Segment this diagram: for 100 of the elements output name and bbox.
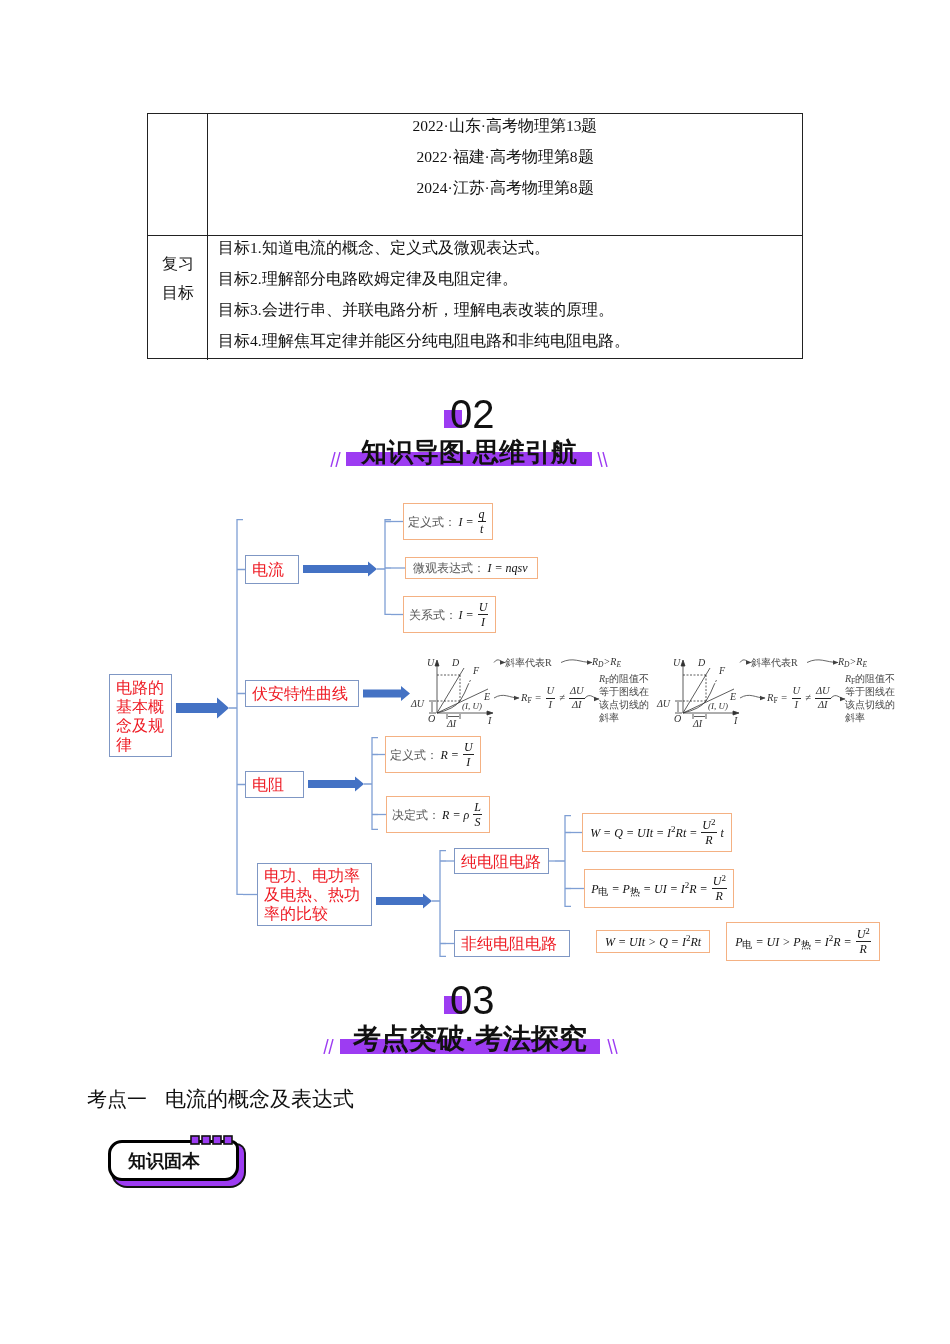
topic-box — [257, 863, 372, 926]
graph-label: (I, U) — [708, 702, 728, 711]
brace-bracket — [432, 850, 446, 957]
graph-label: D — [698, 658, 706, 668]
formula-box — [386, 796, 490, 833]
formula-box — [596, 930, 710, 953]
topic-box — [454, 930, 570, 957]
formula-box — [403, 596, 496, 633]
block-arrow — [308, 776, 364, 792]
formula-expression: ≠ — [559, 691, 565, 706]
formula-box — [405, 557, 538, 579]
topic-label: 电阻 — [252, 775, 284, 794]
formula-expression: I = nqsv — [487, 560, 528, 577]
topic-box — [245, 680, 359, 707]
fraction-denominator: R — [859, 942, 867, 955]
exam-source: 2024·江苏·高考物理第8题 — [416, 178, 594, 198]
graph-label: D — [452, 658, 460, 668]
graph-label: U — [427, 658, 435, 668]
fraction-denominator: ΔI — [571, 698, 582, 710]
fraction-denominator: R — [705, 833, 713, 846]
fraction-denominator: I — [548, 698, 553, 710]
connector-line — [548, 860, 556, 862]
graph-label: I — [488, 716, 492, 726]
fraction-numerator: U — [462, 741, 474, 755]
fraction-denominator: I — [481, 615, 486, 628]
block-arrow — [176, 697, 229, 719]
formula-expression: ≠ — [805, 691, 811, 706]
formula-label: 定义式： — [408, 513, 457, 531]
fraction-numerator: q — [477, 508, 486, 522]
topic-box — [245, 555, 299, 584]
graph-label: O — [428, 714, 436, 724]
goal-text: 目标4.理解焦耳定律并能区分纯电阻电路和非纯电阻电路。 — [218, 331, 631, 351]
formula-box — [584, 869, 734, 908]
fraction-denominator: S — [474, 815, 481, 828]
annotation-text: 斜率代表R — [505, 656, 561, 669]
formula-box — [403, 503, 493, 540]
graph-label: ΔU — [411, 699, 425, 709]
connector-line — [242, 692, 246, 695]
topic-label: 伏安特性曲线 — [252, 684, 348, 703]
exam-source: 2022·山东·高考物理第13题 — [412, 116, 598, 136]
graph-label: ΔI — [447, 719, 457, 729]
fraction-numerator: L — [473, 801, 482, 815]
brace-bracket — [229, 519, 243, 895]
fraction-numerator: U$^{2}$ — [855, 928, 871, 942]
formula-expression: W = Q = UIt = I$^{2}$Rt = — [590, 823, 698, 842]
goal-text: 目标2.理解部分电路欧姆定律及电阻定律。 — [218, 269, 519, 289]
formula-box — [582, 813, 732, 852]
graph-label: F — [473, 666, 480, 676]
topic-label: 电流 — [252, 560, 284, 579]
row-heading: 复习目标 — [160, 254, 195, 303]
main-topic-box — [109, 674, 172, 757]
exam-source: 2022·福建·高考物理第8题 — [416, 147, 594, 167]
graph-label: ΔI — [693, 719, 703, 729]
graph-label: F — [719, 666, 726, 676]
fraction-denominator: ΔI — [817, 698, 828, 710]
block-arrow — [376, 893, 432, 909]
graph-label: ΔU — [657, 699, 671, 709]
fraction-numerator: U$^{2}$ — [711, 875, 727, 889]
annotation-text: R$_{F}$的阻值不等于图线在该点切线的斜率 — [599, 672, 656, 726]
connector-line — [445, 860, 455, 862]
formula-label: 定义式： — [390, 746, 439, 764]
topic-heading: 电流的概念及表达式 — [165, 1086, 354, 1112]
block-arrow — [303, 561, 377, 577]
fraction-denominator: t — [479, 522, 484, 535]
main-topic-label: 电路的基本概念及规律 — [116, 677, 165, 754]
formula-expression: R = — [440, 746, 459, 764]
formula-expression: P$_{电}$ = UI > P$_{热}$ = I$^{2}$R = — [735, 932, 852, 951]
brace-bracket — [364, 737, 378, 830]
formula-box — [726, 922, 880, 961]
formula-expression: R$_{F}$ = — [521, 691, 542, 706]
formula-expression: W = UIt > Q = I$^{2}$Rt — [604, 932, 702, 951]
annotation-text: R$_{D}$>R$_{E}$ — [838, 655, 880, 670]
connector-line — [390, 567, 406, 569]
block-arrow — [363, 686, 410, 701]
formula-expression: R$_{F}$ = — [767, 691, 788, 706]
fraction-numerator: U — [477, 601, 489, 615]
formula-label: 决定式： — [392, 806, 441, 824]
goal-text: 目标3.会进行串、并联电路分析，理解电表改装的原理。 — [218, 300, 615, 320]
graph-label: I — [734, 716, 738, 726]
fraction-numerator: U$^{2}$ — [701, 819, 717, 833]
formula-label: 关系式： — [408, 606, 457, 624]
topic-label: 纯电阻电路 — [461, 851, 541, 871]
formula-expression: P$_{电}$ = P$_{热}$ = UI = I$^{2}$R = — [591, 879, 708, 898]
brace-bracket — [555, 815, 571, 907]
graph-label: U — [673, 658, 681, 668]
graph-label: E — [730, 692, 737, 702]
graph-label: (I, U) — [462, 702, 482, 711]
connector-line — [242, 568, 246, 571]
formula-box — [385, 736, 481, 773]
formula-expression: t — [720, 824, 724, 842]
formula-label: 微观表达式： — [413, 560, 486, 577]
fraction-denominator: I — [466, 755, 471, 768]
topic-label: 电功、电功率及电热、热功率的比较 — [264, 866, 361, 923]
brace-bracket — [377, 519, 391, 615]
fraction-numerator: ΔU — [568, 686, 585, 699]
annotation-text: R$_{D}$>R$_{E}$ — [592, 655, 634, 670]
graph-label: O — [674, 714, 682, 724]
topic-number: 考点一 — [87, 1087, 147, 1112]
topic-box — [454, 848, 549, 874]
tag-label: 知识固本 — [128, 1151, 200, 1170]
